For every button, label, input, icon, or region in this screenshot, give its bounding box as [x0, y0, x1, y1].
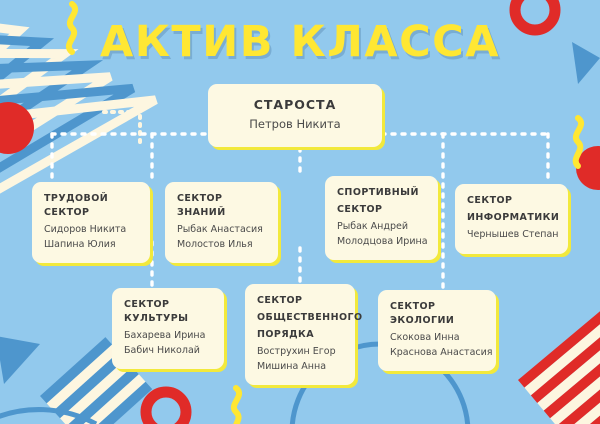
card-sektor-ekologii[interactable]: СЕКТОР ЭКОЛОГИИ Скокова Инна Краснова Ан… — [378, 290, 496, 371]
card-role-label: СЕКТОР ЭКОЛОГИИ — [390, 301, 455, 326]
card-role-label: СТАРОСТА — [253, 97, 337, 112]
card-member-name: Вострухин Егор — [257, 346, 336, 357]
card-role-label: СЕКТОР — [257, 295, 303, 306]
card-trudovoy-sektor[interactable]: ТРУДОВОЙ СЕКТОР Сидоров Никита Шапина Юл… — [32, 182, 150, 263]
card-sportivnyy-sektor[interactable]: СПОРТИВНЫЙ СЕКТОР Рыбак Андрей Молодцова… — [325, 176, 438, 260]
page-title: АКТИВ КЛАССА — [99, 17, 501, 67]
card-member-name: Молостов Илья — [177, 238, 253, 250]
card-member-name: Молодцова Ирина — [337, 235, 428, 247]
card-member-name: Петров Никита — [249, 117, 341, 131]
card-member-name: Мишина Анна — [257, 360, 327, 372]
card-role-label: ОБЩЕСТВЕННОГО — [257, 312, 363, 323]
card-member-name: Сидоров Никита — [44, 224, 127, 235]
card-sektor-znaniy[interactable]: СЕКТОР ЗНАНИЙ Рыбак Анастасия Молостов И… — [165, 182, 278, 263]
card-role-label: ПОРЯДКА — [257, 329, 315, 340]
card-role-label: СПОРТИВНЫЙ — [337, 187, 419, 198]
red-circle-left — [0, 102, 34, 154]
card-starosta[interactable]: СТАРОСТА Петров Никита — [208, 84, 382, 147]
red-circle-right — [576, 146, 600, 190]
striped-block-bottom-right — [518, 309, 600, 424]
card-sektor-informatiki[interactable]: СЕКТОР ИНФОРМАТИКИ Чернышев Степан — [455, 184, 568, 254]
card-role-label: СЕКТОР ЗНАНИЙ — [177, 193, 226, 218]
card-member-name: Чернышев Степан — [467, 229, 559, 240]
zigzag-bottom — [231, 385, 243, 424]
card-sektor-kultury[interactable]: СЕКТОР КУЛЬТУРЫ Бахарева Ирина Бабич Ник… — [112, 288, 224, 369]
card-member-name: Рыбак Андрей — [337, 221, 408, 232]
card-member-name: Рыбак Анастасия — [177, 224, 263, 235]
dotted-corner-decor — [102, 110, 142, 150]
card-member-name: Шапина Юлия — [44, 238, 116, 250]
card-member-name: Бабич Николай — [124, 344, 200, 356]
triangle-bottom-left — [0, 336, 40, 384]
card-role-label: СЕКТОР КУЛЬТУРЫ — [124, 299, 189, 324]
card-role-label: ТРУДОВОЙ СЕКТОР — [44, 193, 109, 218]
red-ring-bottom-left — [140, 386, 192, 424]
card-member-name: Бахарева Ирина — [124, 330, 206, 341]
card-member-name: Скокова Инна — [390, 332, 460, 343]
card-sektor-obshchestvennogo-poryadka[interactable]: СЕКТОР ОБЩЕСТВЕННОГО ПОРЯДКА Вострухин Е… — [245, 284, 363, 385]
zigzag-right — [572, 115, 585, 169]
arc-bottom-left — [0, 407, 98, 424]
card-role-label: СЕКТОР — [337, 204, 383, 215]
card-member-name: Краснова Анастасия — [390, 346, 493, 358]
card-role-label: СЕКТОР — [467, 195, 513, 206]
card-role-label: ИНФОРМАТИКИ — [467, 212, 560, 223]
